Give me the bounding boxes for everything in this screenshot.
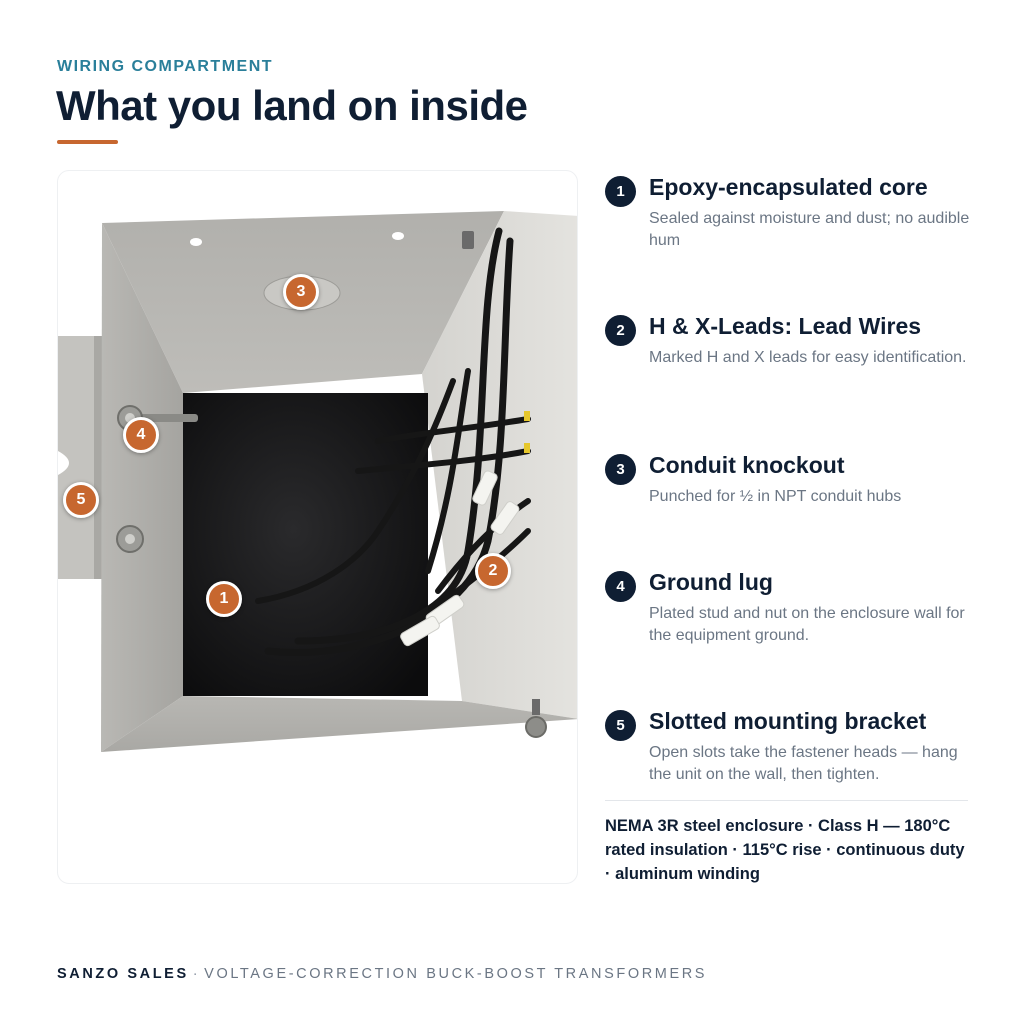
callout-title: Conduit knockout [649,452,845,478]
callout-number: 2 [605,315,636,346]
lower-stud [116,525,144,553]
callout-number: 5 [605,710,636,741]
photo-marker-2: 2 [475,553,511,589]
eyebrow-label: WIRING COMPARTMENT [57,58,274,75]
callout-title: Epoxy-encapsulated core [649,174,928,200]
mounting-bracket [58,336,100,579]
title-underline [57,140,118,144]
callout-description: Punched for ½ in NPT conduit hubs [649,488,902,505]
callout-number: 1 [605,176,636,207]
callout-description: Open slots take the fastener heads — han… [649,744,958,783]
footer: SANZO SALES·VOLTAGE-CORRECTION BUCK-BOOS… [57,966,707,982]
enclosure-bottom-wall [101,696,577,752]
callout-number: 3 [605,454,636,485]
footer-tagline: VOLTAGE-CORRECTION BUCK-BOOST TRANSFORME… [204,966,708,982]
enclosure-photo: 3 4 5 2 1 [57,170,578,884]
footer-separator: · [192,966,201,982]
enclosure-left-wall [101,223,183,752]
photo-marker-4: 4 [123,417,159,453]
callout-title: Ground lug [649,569,773,595]
epoxy-core [183,393,428,696]
spec-summary: NEMA 3R steel enclosure · Class H — 180°… [605,817,965,883]
page-title: What you land on inside [56,82,528,129]
callout-title: H & X-Leads: Lead Wires [649,313,922,339]
callout-description: Plated stud and nut on the enclosure wal… [649,605,965,644]
footer-brand: SANZO SALES [57,966,189,982]
enclosure-illustration [58,211,577,752]
photo-marker-5: 5 [63,482,99,518]
callout-title: Slotted mounting bracket [649,708,927,734]
photo-marker-3: 3 [283,274,319,310]
callout-number: 4 [605,571,636,602]
callout-description: Marked H and X leads for easy identifica… [649,349,967,366]
callout-description: Sealed against moisture and dust; no aud… [649,210,970,249]
spec-divider [605,800,968,801]
photo-marker-1: 1 [206,581,242,617]
